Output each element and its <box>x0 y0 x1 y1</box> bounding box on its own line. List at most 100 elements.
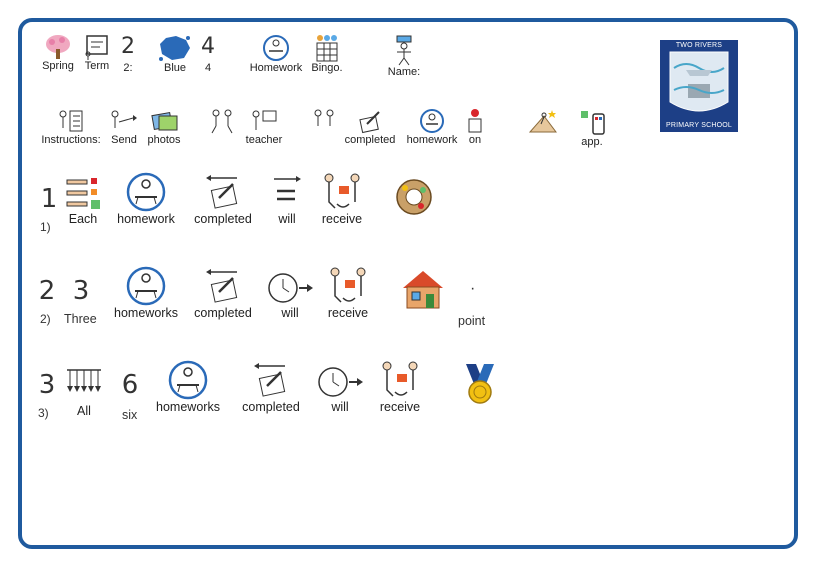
photos-symbol: photos <box>144 108 184 146</box>
will-equals-arrow-icon <box>274 176 301 201</box>
school-crest-icon <box>669 51 729 112</box>
row2-number: 2 <box>36 278 58 304</box>
teacher-label: teacher <box>245 134 283 146</box>
four-symbol: 4 4 <box>198 34 218 75</box>
homeworks-label-r2: homeworks <box>114 306 178 320</box>
row2-big-digit: 2 <box>38 276 56 306</box>
phone-app-icon <box>581 111 605 135</box>
row1-number: 1 <box>38 186 60 212</box>
bingo-symbol: Bingo. <box>307 34 347 74</box>
logo-bottom-text: PRIMARY SCHOOL <box>666 122 732 129</box>
photos-label: photos <box>147 134 181 146</box>
sticker-symbol <box>392 176 436 218</box>
will-label-r1: will <box>278 212 296 226</box>
six-label: six <box>122 408 138 422</box>
receive-label-r2: receive <box>327 306 369 320</box>
blue-splash-icon <box>159 36 190 61</box>
will-clock-arrow-icon-r3 <box>318 367 363 397</box>
teacher-symbol: teacher <box>240 108 288 146</box>
completed-writing-icon <box>359 111 380 134</box>
homework-icon-ins <box>420 109 444 133</box>
row1-label: 1) <box>40 220 51 234</box>
spring-symbol: Spring <box>38 34 78 72</box>
logo-top-text: TWO RIVERS <box>675 42 723 49</box>
homeworks-symbol-r3: homeworks <box>152 360 224 414</box>
app-symbol: app. <box>572 108 612 148</box>
receive-symbol-r1: receive <box>318 172 366 226</box>
school-logo: TWO RIVERS PRIMARY SCHOOL <box>660 40 738 132</box>
bingo-card-icon <box>316 35 338 62</box>
row1-big-digit: 1 <box>40 184 58 214</box>
homework-symbol-r1: homework <box>114 172 178 226</box>
climb-mountain-icon <box>528 110 557 133</box>
house-icon <box>403 271 443 309</box>
medal-icon <box>466 364 494 404</box>
term-symbol: Term <box>80 34 114 72</box>
point-dot: · <box>470 280 476 297</box>
people-symbol-2 <box>304 108 344 134</box>
row3-label: 3) <box>38 406 49 420</box>
will-label-r3: will <box>331 400 349 414</box>
instructions-label: Instructions: <box>41 134 101 146</box>
two-digit: 2 <box>121 34 135 59</box>
will-clock-arrow-icon-r2 <box>268 273 313 303</box>
completed-symbol-r3: completed <box>238 360 304 414</box>
receive-symbol-r3: receive <box>376 360 424 414</box>
send-icon <box>111 110 137 128</box>
completed-writing-icon-r2 <box>206 269 238 303</box>
send-symbol: Send <box>106 108 142 146</box>
homework-symbol-ins: homework <box>402 108 462 146</box>
each-label: Each <box>68 212 98 226</box>
will-symbol-r2: will <box>266 270 314 320</box>
receive-icon-r1 <box>324 173 360 209</box>
completed-symbol-r1: completed <box>190 172 256 226</box>
six-symbol: 6 <box>116 372 144 398</box>
homeworks-symbol-r2: homeworks <box>110 266 182 320</box>
each-symbol: Each <box>62 172 104 226</box>
three-symbol: 3 <box>64 278 98 304</box>
homework-label-ins: homework <box>406 134 458 146</box>
four-digit: 4 <box>201 34 215 59</box>
completed-symbol-r2: completed <box>190 266 256 320</box>
term-label: Term <box>84 60 110 72</box>
two-symbol: 2 2: <box>118 34 138 75</box>
people-symbol-1 <box>202 108 242 134</box>
all-symbol: All <box>64 366 104 418</box>
homework-icon-r2 <box>126 266 166 306</box>
medal-symbol <box>458 362 502 406</box>
point-label: point <box>458 314 486 328</box>
climb-symbol <box>526 108 560 134</box>
three-label: Three <box>64 312 97 326</box>
two-label: 2: <box>123 62 133 74</box>
completed-label-r2: completed <box>194 306 252 320</box>
completed-writing-icon-r1 <box>206 175 238 209</box>
all-label: All <box>77 404 91 418</box>
teacher-board-icon <box>252 110 277 130</box>
homework-icon <box>263 35 289 61</box>
homework-symbol-header: Homework <box>248 34 304 74</box>
on-label: on <box>468 134 482 146</box>
blue-label: Blue <box>163 62 187 74</box>
on-icon <box>468 109 482 133</box>
receive-label-r3: receive <box>379 400 421 414</box>
four-label: 4 <box>204 62 212 74</box>
receive-label-r1: receive <box>321 212 363 226</box>
each-pointing-icon <box>66 178 100 209</box>
homeworks-label-r3: homeworks <box>156 400 220 414</box>
bingo-label: Bingo. <box>311 62 343 74</box>
receive-icon-r3 <box>382 361 418 397</box>
homework-icon-r3 <box>168 360 208 400</box>
will-symbol-r3: will <box>316 364 364 414</box>
people-pair-icon <box>211 109 233 134</box>
name-symbol: Name: <box>384 34 424 78</box>
instructions-symbol: Instructions: <box>36 108 106 146</box>
will-label-r2: will <box>281 306 299 320</box>
spring-label: Spring <box>42 60 74 72</box>
on-symbol: on <box>462 108 488 146</box>
homework-label-r1: homework <box>117 212 175 226</box>
people-pair-icon-2 <box>314 109 334 126</box>
house-symbol <box>400 268 446 310</box>
row3-number: 3 <box>36 372 58 398</box>
app-label: app. <box>581 136 603 148</box>
send-label: Send <box>111 134 137 146</box>
